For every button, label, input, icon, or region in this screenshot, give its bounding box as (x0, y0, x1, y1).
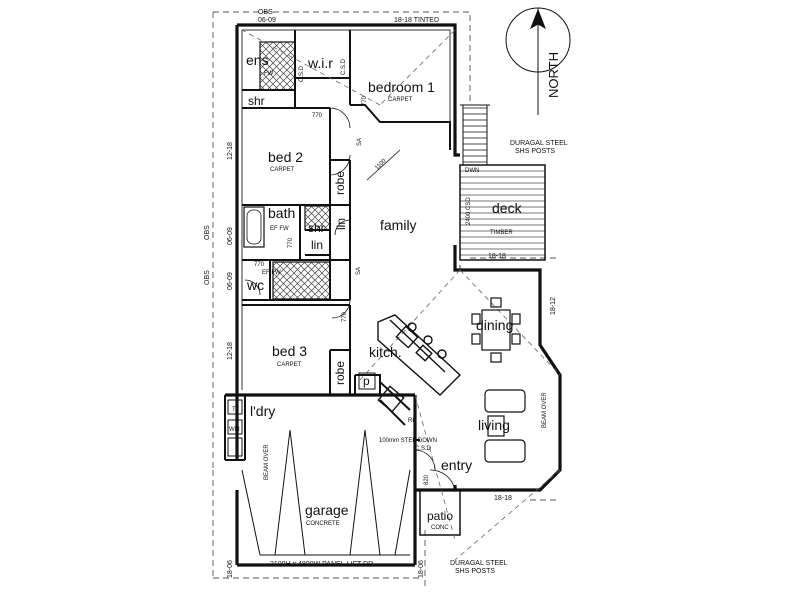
bed-2-floor: CARPET (270, 167, 295, 173)
note-win-bed2: 12-18 (227, 142, 234, 160)
patio-area (419, 489, 461, 536)
note-tw: T (232, 407, 236, 413)
note-duragal-deck: DURAGAL STEEL (510, 140, 568, 147)
kitchen-bench (377, 314, 462, 413)
dining-table (471, 297, 521, 363)
note-door-770-b2: 770 (312, 113, 323, 119)
note-obs-bath: OBS (204, 225, 211, 240)
room-deck: deck (492, 200, 523, 216)
note-csd-wir-left: C.S.D (299, 65, 305, 82)
room-ldry: l'dry (250, 403, 275, 419)
bed-3-floor: CARPET (277, 362, 302, 368)
room-ens: ens (246, 52, 269, 68)
room-bed-3: bed 3 (272, 343, 307, 359)
note-dwn: DWN (465, 168, 479, 174)
note-win-wc: 06-09 (227, 272, 234, 290)
note-height-top: 06-09 (258, 17, 276, 24)
patio-floor: CONC (431, 525, 449, 531)
note-deck-window: 18-18 (488, 253, 506, 260)
note-door-770-wc: 770 (254, 262, 265, 268)
note-door-770-b1: 770 (362, 95, 368, 106)
room-shr-bath: shr (308, 221, 325, 235)
note-rf: RF (408, 418, 416, 424)
note-ef-fw-wc: EF FW (262, 270, 281, 276)
note-door-820: 820 (424, 474, 430, 485)
room-robe-2: robe (333, 171, 347, 195)
room-bed-2: bed 2 (268, 149, 303, 165)
room-entry: entry (441, 457, 472, 473)
note-duragal-patio: DURAGAL STEEL (450, 560, 508, 567)
door-swings (244, 107, 456, 491)
room-wc: wc (246, 277, 264, 293)
room-dining: dining (476, 317, 513, 333)
bedroom-1-floor: CARPET (388, 97, 413, 103)
note-step-down: 100mm STEP DOWN (379, 438, 437, 444)
note-wm: WM (229, 427, 240, 433)
note-beam-over-garage: BEAM OVER (264, 444, 270, 480)
room-pantry: p (363, 374, 370, 388)
note-sa-upper: SA (357, 138, 363, 146)
north-label: NORTH (546, 52, 561, 98)
room-bedroom-1: bedroom 1 (368, 79, 435, 95)
note-obs-top: OBS (258, 9, 273, 16)
living-sofas (484, 389, 526, 463)
note-win-bed3: 12-18 (227, 342, 234, 360)
pantry-box (358, 372, 376, 390)
note-garage-door: 2100H x 4800W PANEL-LIFT DR (270, 561, 373, 568)
deck-area (459, 104, 546, 261)
note-garage-left: 18-06 (227, 560, 234, 578)
room-patio: patio (427, 509, 453, 523)
note-garage-right: 18-06 (418, 560, 425, 578)
hall-dim-line (366, 149, 401, 181)
note-timber: TIMBER (490, 230, 513, 236)
note-win-dining: 18-12 (550, 297, 557, 315)
room-living: living (478, 417, 510, 433)
room-shr-ens: shr (248, 94, 265, 108)
note-door-770-bath: 770 (288, 237, 294, 248)
note-sa-lower: SA (356, 267, 362, 275)
note-ef-fw-bath: EF FW (270, 226, 289, 232)
note-win-living: 18-18 (494, 495, 512, 502)
garage-roof (241, 429, 411, 556)
room-robe-3: robe (333, 361, 347, 385)
laundry-fixtures (227, 399, 243, 457)
note-csd-wir-right: C.S.D (341, 58, 347, 75)
north-arrow (505, 7, 571, 115)
note-shs-deck: SHS POSTS (515, 148, 555, 155)
note-beam-over-living: BEAM OVER (542, 392, 548, 428)
note-shs-patio: SHS POSTS (455, 568, 495, 575)
note-hall-1100: 1100 (374, 158, 388, 172)
note-csd-entry: C.S.D (415, 446, 432, 452)
note-win-bath: 06-09 (227, 227, 234, 245)
room-bath: bath (268, 205, 295, 221)
wet-areas (243, 41, 331, 300)
note-tinted-top: 18-18 TINTED (394, 17, 439, 24)
room-family: family (380, 217, 417, 233)
room-kitch: kitch. (369, 344, 402, 360)
garage-floor: CONCRETE (306, 521, 340, 527)
fw-ens-note: FW (264, 71, 274, 77)
room-lin-lower: lin (311, 238, 323, 252)
room-garage: garage (305, 502, 349, 518)
note-obs-wc: OBS (204, 270, 211, 285)
note-csd-deck: 2400 CSD (466, 197, 472, 225)
room-lin-upper: lin (334, 218, 348, 230)
note-door-770-bed3: 770 (342, 311, 348, 322)
room-wir: w.i.r (307, 55, 333, 71)
